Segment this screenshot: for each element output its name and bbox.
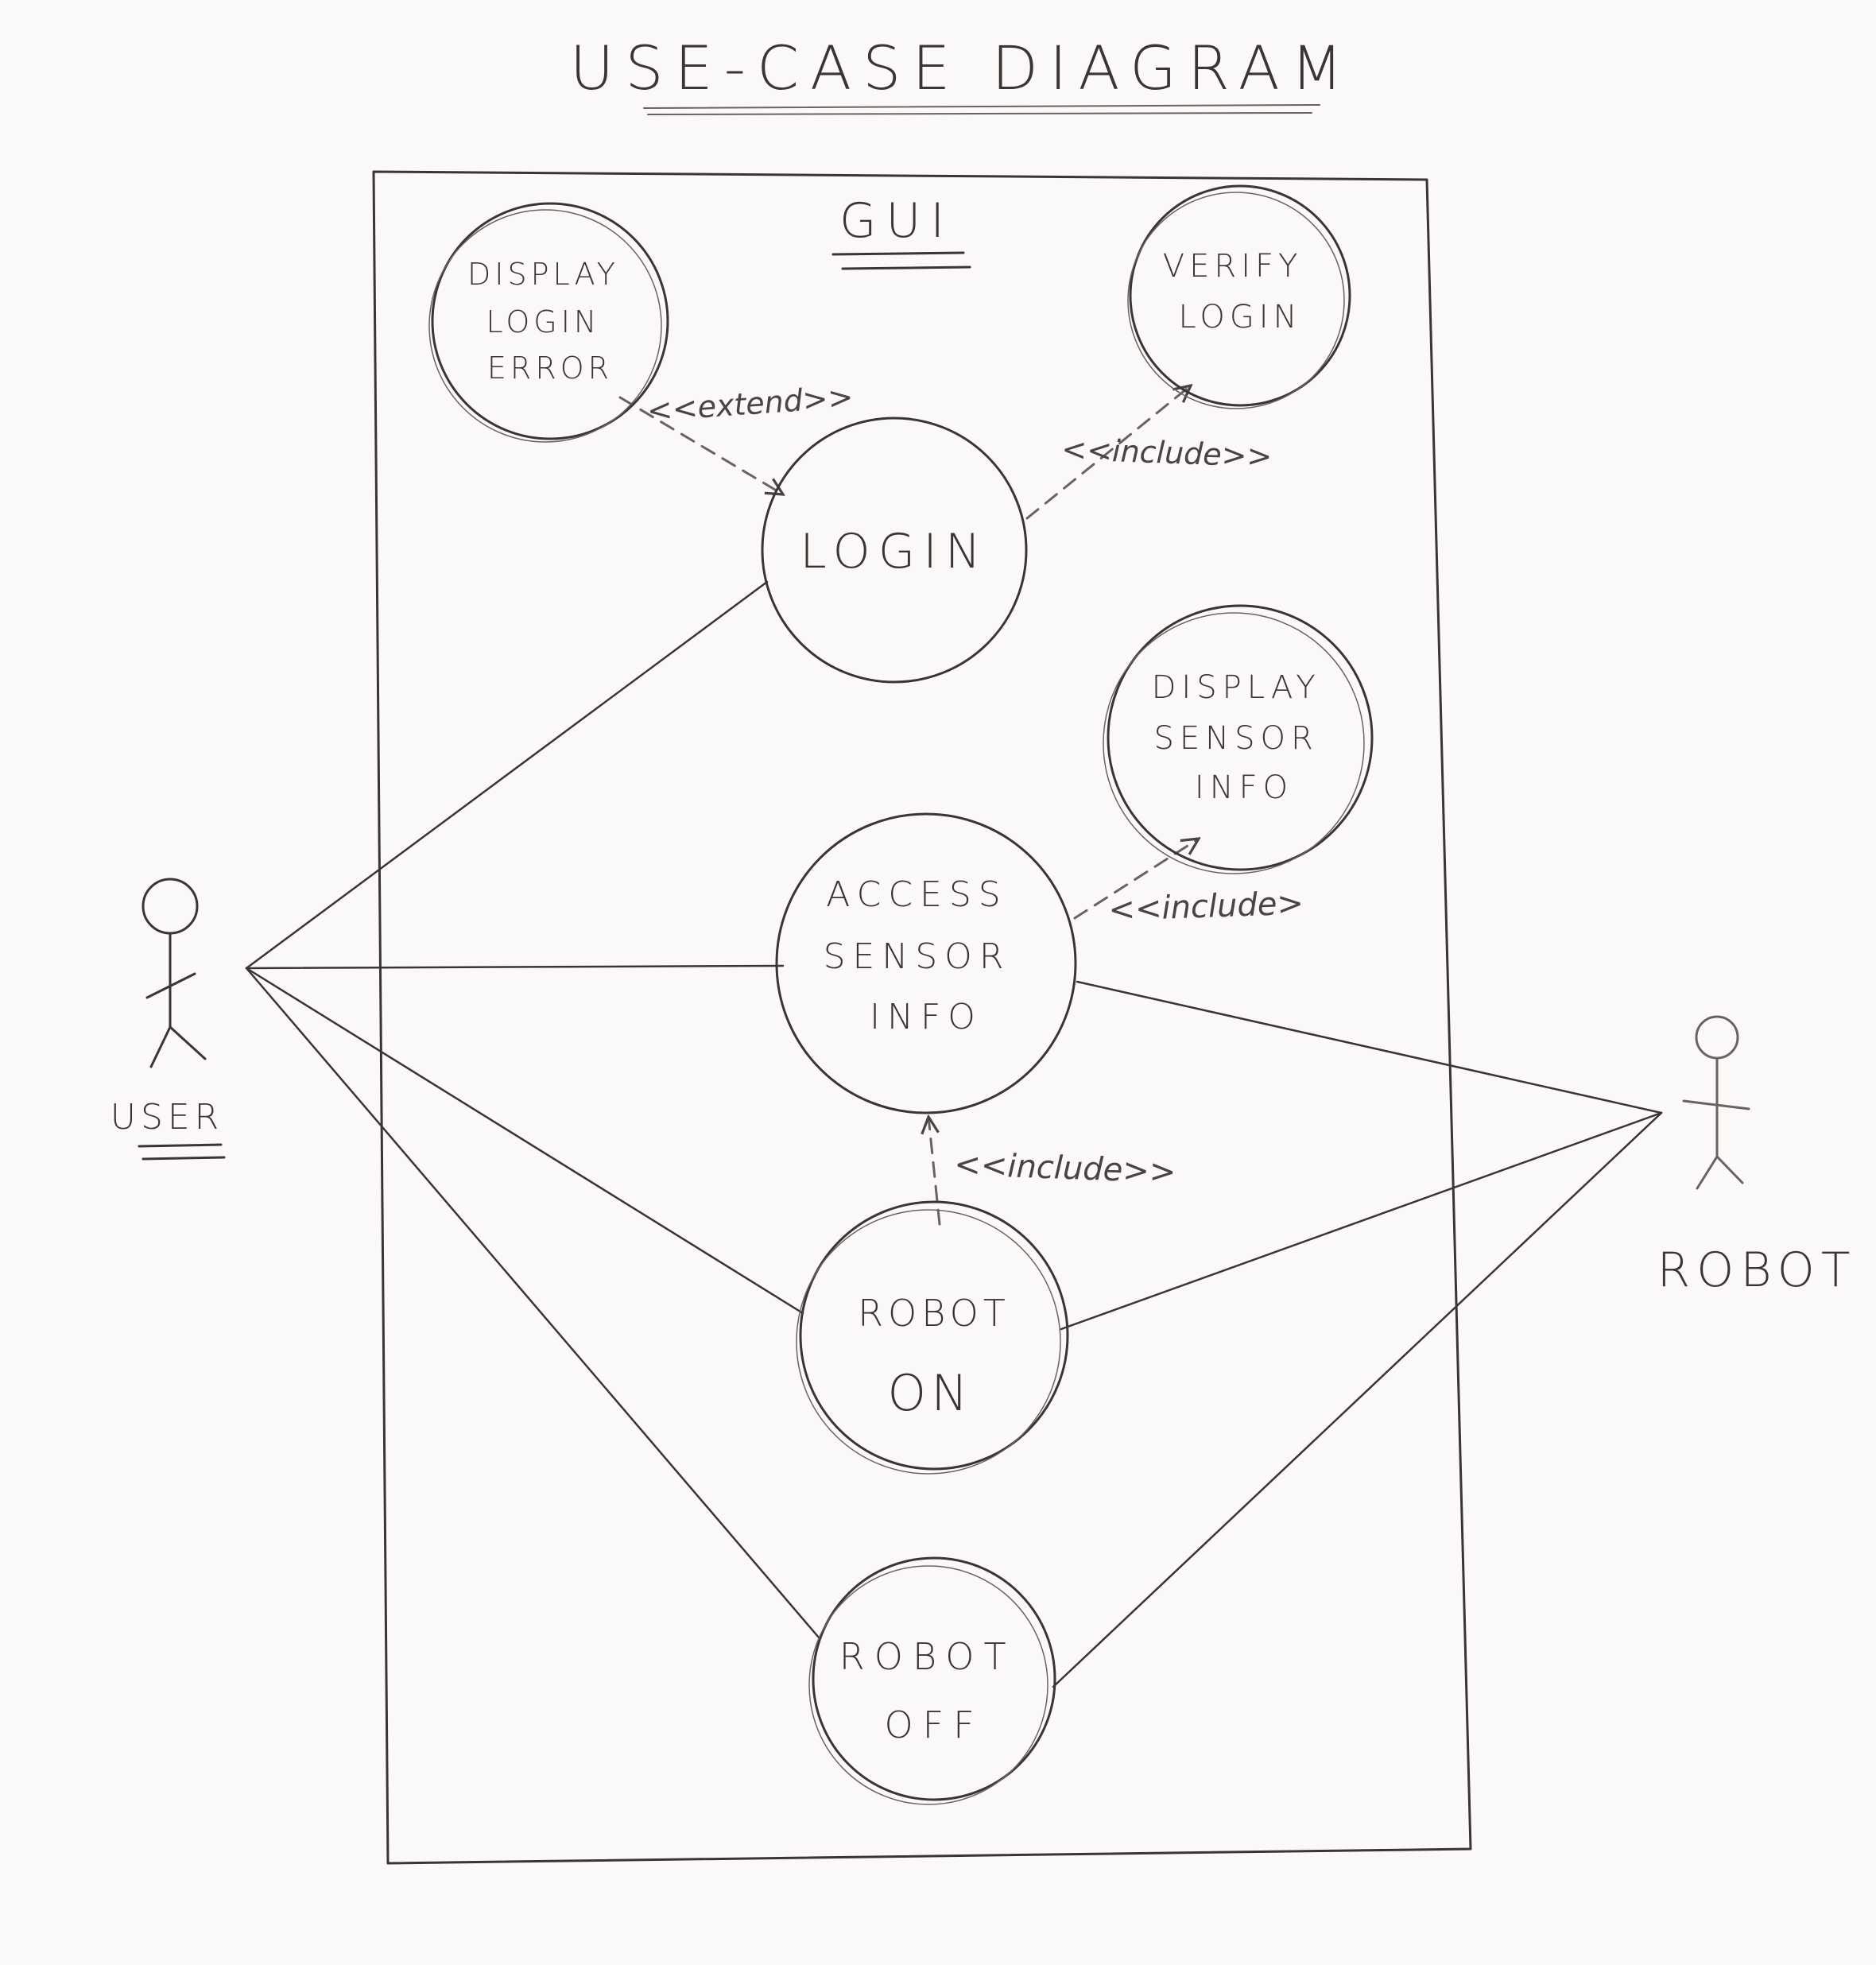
use-case-label-line: DISPLAY <box>467 257 619 292</box>
association-robot-robot-on <box>1060 1111 1663 1331</box>
associations <box>245 580 1663 1688</box>
use-case-login: LOGIN <box>761 417 1028 684</box>
use-case-label-line: INFO <box>1195 769 1293 806</box>
svg-text:ACCESS SENSOR INFO: ACCESS SENSOR INFO <box>824 874 1029 1037</box>
actor-label-underline <box>138 1143 226 1161</box>
include-label-login-verify: <<include>> <box>1061 432 1273 474</box>
svg-text:ROBOT: ROBOT <box>858 1292 1010 1335</box>
actor-label-robot: ROBOT <box>1657 1242 1856 1298</box>
actor-robot: ROBOT <box>1657 1015 1856 1298</box>
use-case-verify-login: VERIFY LOGIN <box>1127 184 1351 409</box>
svg-text:LOGIN: LOGIN <box>800 524 989 579</box>
use-case-label-line: LOGIN <box>486 304 601 339</box>
system-boundary <box>372 170 1472 1865</box>
system-name-underline <box>831 251 971 270</box>
svg-text:ON: ON <box>887 1364 972 1422</box>
use-case-robot-on: ROBOT ON <box>796 1200 1069 1475</box>
association-robot-access-sensor-info <box>1076 980 1663 1114</box>
use-case-label-line: OFF <box>884 1703 983 1746</box>
extend-arrow <box>618 396 783 494</box>
system-name: GUI <box>839 193 954 249</box>
actor-label-user: USER <box>110 1097 224 1138</box>
stick-figure-icon <box>1682 1015 1750 1190</box>
use-case-label-line: DISPLAY <box>1152 669 1321 706</box>
include-login-verify-arrow <box>1025 386 1191 520</box>
svg-text:DISPLAY SENSOR INF: DISPLAY SENSOR INFO <box>1152 669 1337 806</box>
use-case-label-line: ACCESS <box>826 874 1007 915</box>
include-robot-on-access-arrow <box>928 1117 941 1226</box>
include-access-display-arrow <box>1073 839 1199 920</box>
association-user-login <box>245 580 769 970</box>
association-robot-robot-off <box>1052 1111 1663 1688</box>
stick-figure-icon <box>141 878 207 1068</box>
include-label-robot-on-access: <<include>> <box>954 1146 1176 1191</box>
use-case-label-line: SENSOR <box>824 936 1011 977</box>
title-underline <box>643 104 1320 115</box>
dependencies <box>618 386 1199 1226</box>
svg-text:ROBOT OFF: ROBOT OFF <box>839 1635 1037 1746</box>
use-case-access-sensor-info: ACCESS SENSOR INFO <box>775 812 1077 1114</box>
association-user-robot-on <box>245 967 804 1315</box>
use-case-label-line: ERROR <box>487 351 613 386</box>
use-case-display-sensor-info: DISPLAY SENSOR INFO <box>1103 604 1374 874</box>
svg-text:DISPLAY LOGIN ERRO: DISPLAY LOGIN ERROR <box>467 257 633 386</box>
association-user-access-sensor-info <box>245 964 785 970</box>
use-case-display-login-error: DISPLAY LOGIN ERROR <box>428 202 669 443</box>
use-case-robot-off: ROBOT OFF <box>808 1556 1056 1805</box>
actor-user: USER <box>110 878 226 1161</box>
association-user-robot-off <box>245 967 820 1639</box>
use-case-label-line: VERIFY <box>1163 248 1303 285</box>
use-case-label-line: ROBOT <box>858 1292 1010 1335</box>
include-label-access-display: <<include> <box>1108 885 1304 928</box>
diagram-title: USE-CASE DIAGRAM <box>570 33 1355 103</box>
use-case-label-line: ROBOT <box>839 1635 1016 1678</box>
use-case-label-line: LOGIN <box>800 524 989 579</box>
use-case-label-line: LOGIN <box>1178 299 1301 335</box>
use-case-label-line: SENSOR <box>1154 720 1319 757</box>
use-case-label-line: ON <box>887 1364 972 1422</box>
svg-text:VERIFY LOGIN: VERIFY LOGIN <box>1163 248 1317 335</box>
extend-label: <<extend>> <box>646 379 855 428</box>
use-case-label-line: INFO <box>870 997 983 1037</box>
